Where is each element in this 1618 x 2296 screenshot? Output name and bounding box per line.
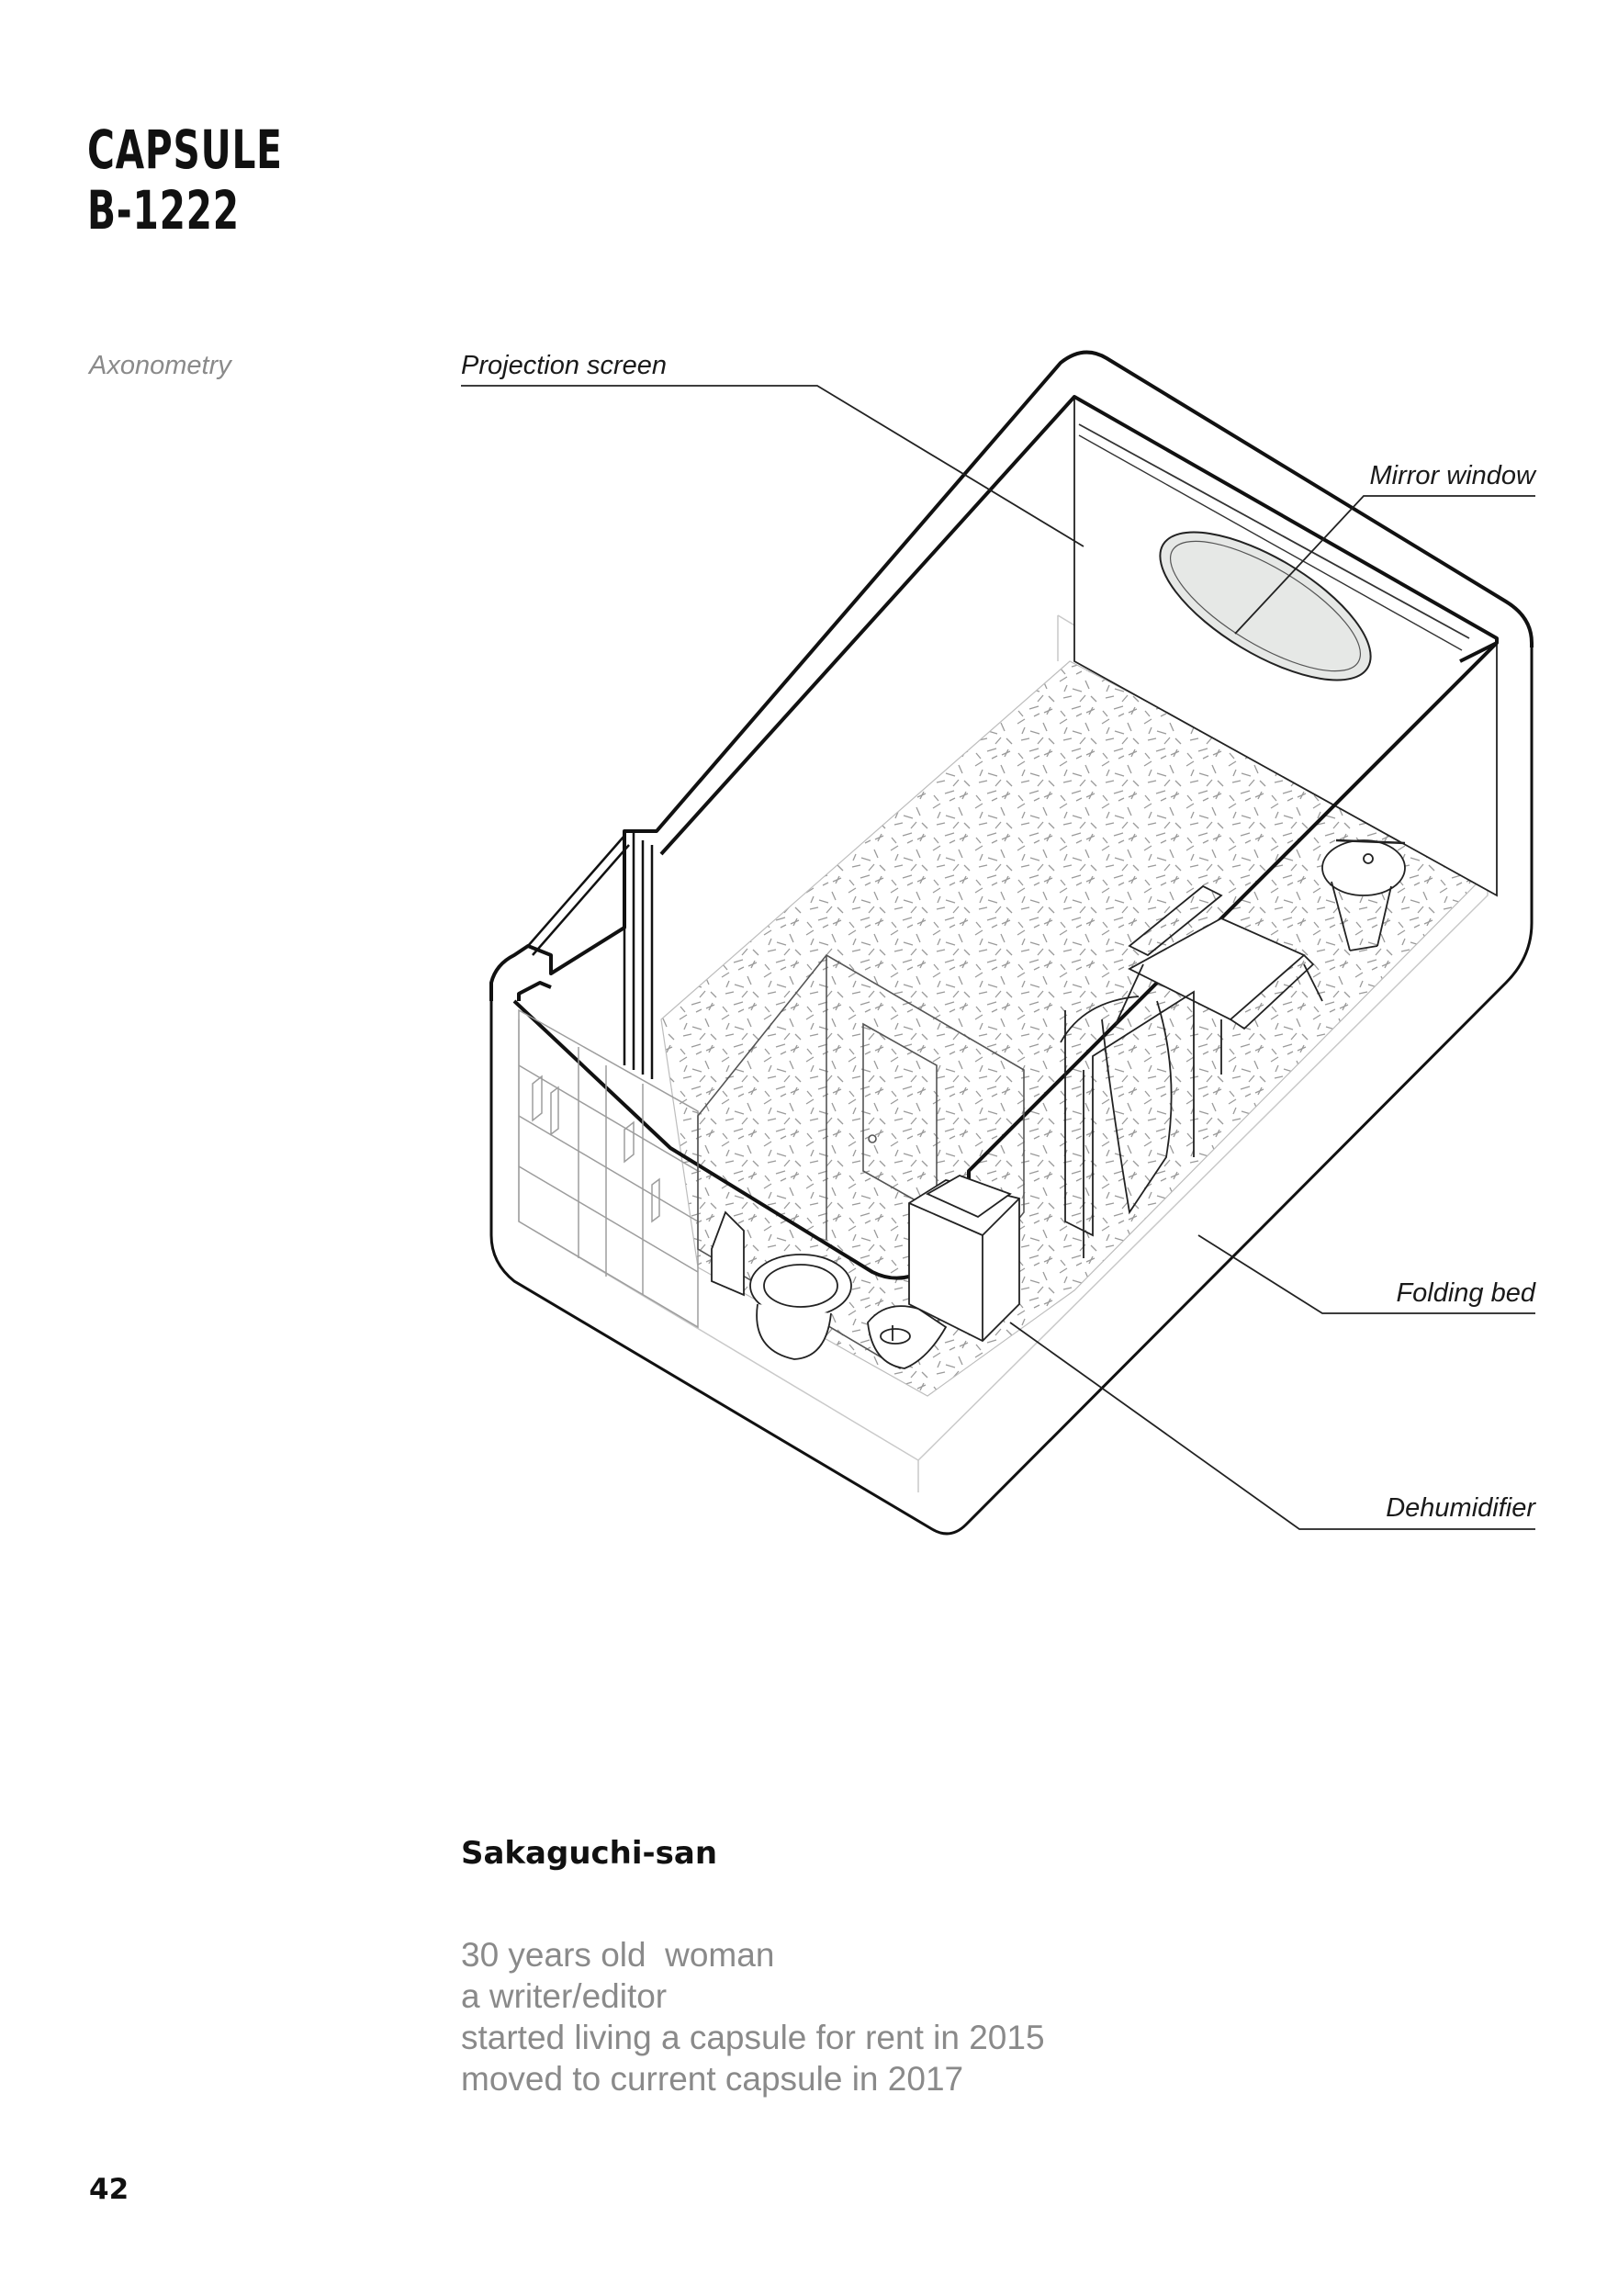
rim-posts: [527, 831, 654, 1079]
bookshelf: [518, 1008, 699, 1329]
title-line-2: B-1222: [87, 179, 240, 242]
resident-detail-moved: moved to current capsule in 2017: [461, 2060, 964, 2098]
capsule-title: CAPSULE B-1222: [87, 119, 283, 241]
title-line-1: CAPSULE: [87, 118, 283, 181]
resident-detail-start: started living a capsule for rent in 201…: [461, 2019, 1045, 2056]
callout-leaders: [461, 385, 1535, 1530]
resident-detail-occupation: a writer/editor: [461, 1977, 668, 2015]
resident-name: Sakaguchi-san: [461, 1835, 718, 1872]
callout-projection-screen: Projection screen: [461, 351, 668, 380]
callout-mirror-window: Mirror window: [1369, 461, 1535, 490]
capsule-outer-shell: [489, 638, 1534, 1536]
mirror-window: [1159, 531, 1372, 681]
toilet: [711, 1210, 852, 1360]
dehumidifier-unit: [908, 1175, 1020, 1343]
folding-bed: [1060, 884, 1323, 1258]
resident-detail-age: 30 years old woman: [461, 1936, 775, 1974]
view-label: Axonometry: [89, 351, 231, 380]
callout-dehumidifier: Dehumidifier: [1386, 1493, 1535, 1523]
page-number: 42: [89, 2173, 129, 2206]
resident-details: 30 years old woman a writer/editor start…: [461, 1934, 1045, 2099]
sink: [867, 1305, 948, 1369]
side-table: [1321, 838, 1406, 951]
callout-folding-bed: Folding bed: [1396, 1278, 1535, 1308]
